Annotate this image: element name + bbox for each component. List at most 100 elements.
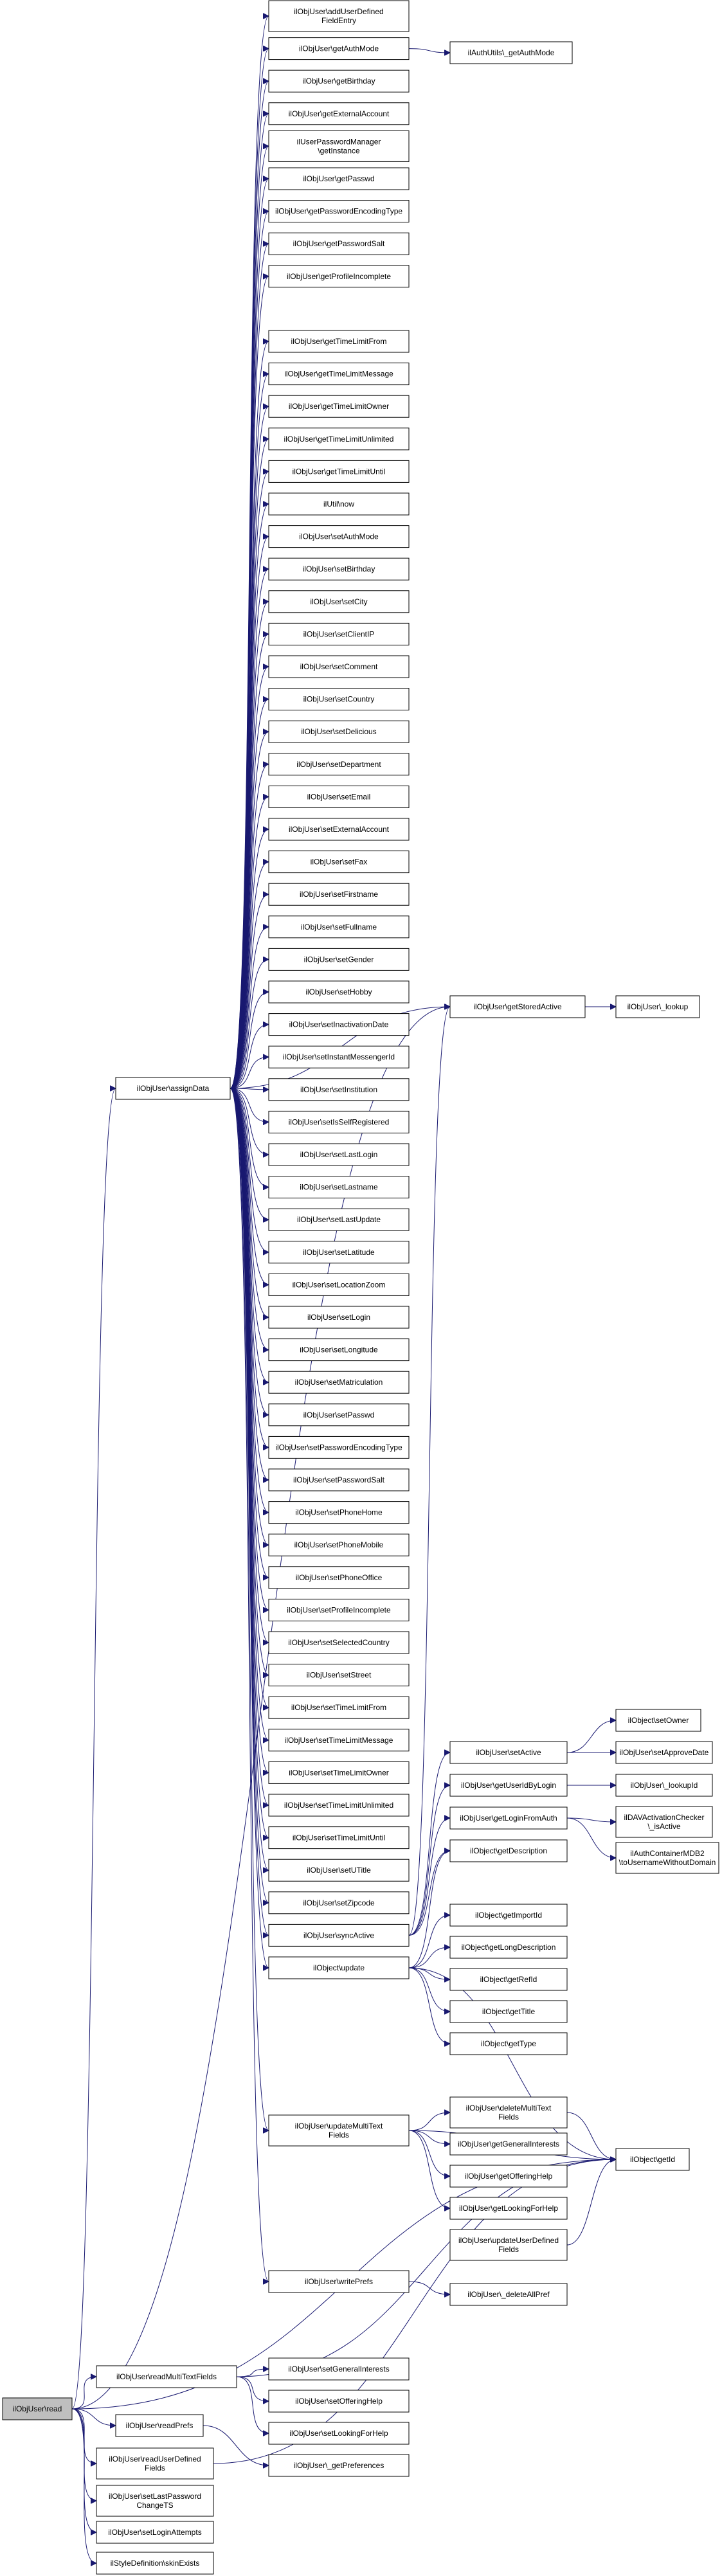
node-pwManagerGetInstance[interactable]: ilUserPasswordManager\getInstance	[268, 130, 410, 162]
node-setLoginAttempts[interactable]: ilObjUser\setLoginAttempts	[96, 2521, 214, 2544]
node-setTimeLimitUntil[interactable]: ilObjUser\setTimeLimitUntil	[268, 1826, 410, 1850]
node-setLastUpdate[interactable]: ilObjUser\setLastUpdate	[268, 1208, 410, 1231]
node-setEmail[interactable]: ilObjUser\setEmail	[268, 785, 410, 808]
node-readMultiTextFields[interactable]: ilObjUser\readMultiTextFields	[96, 2365, 237, 2388]
node-setZipcode[interactable]: ilObjUser\setZipcode	[268, 1891, 410, 1914]
node-setGender[interactable]: ilObjUser\setGender	[268, 948, 410, 971]
node-setLastname[interactable]: ilObjUser\setLastname	[268, 1176, 410, 1199]
node-getPasswordSalt[interactable]: ilObjUser\getPasswordSalt	[268, 232, 410, 255]
node-getImportId[interactable]: ilObject\getImportId	[449, 1904, 568, 1927]
node-setOwner[interactable]: ilObject\setOwner	[615, 1709, 701, 1732]
node-getOfferingHelp[interactable]: ilObjUser\getOfferingHelp	[449, 2165, 568, 2188]
node-getStoredActive[interactable]: ilObjUser\getStoredActive	[449, 995, 586, 1018]
node-_deleteAllPref[interactable]: ilObjUser\_deleteAllPref	[449, 2283, 568, 2306]
node-getAuthMode[interactable]: ilObjUser\getAuthMode	[268, 37, 410, 60]
node-getUserIdByLogin[interactable]: ilObjUser\getUserIdByLogin	[449, 1774, 568, 1797]
node-setLastLogin[interactable]: ilObjUser\setLastLogin	[268, 1143, 410, 1166]
node-setTimeLimitOwner[interactable]: ilObjUser\setTimeLimitOwner	[268, 1761, 410, 1784]
node-setPasswd[interactable]: ilObjUser\setPasswd	[268, 1403, 410, 1427]
node-setUTitle[interactable]: ilObjUser\setUTitle	[268, 1859, 410, 1882]
node-getRefId[interactable]: ilObject\getRefId	[449, 1968, 568, 1991]
node-getTimeLimitFrom[interactable]: ilObjUser\getTimeLimitFrom	[268, 330, 410, 353]
node-getBirthday[interactable]: ilObjUser\getBirthday	[268, 69, 410, 93]
node-assignData[interactable]: ilObjUser\assignData	[115, 1077, 231, 1100]
node-setMatriculation[interactable]: ilObjUser\setMatriculation	[268, 1371, 410, 1394]
node-writePrefs[interactable]: ilObjUser\writePrefs	[268, 2270, 410, 2293]
node-setCity[interactable]: ilObjUser\setCity	[268, 590, 410, 613]
node-setLocationZoom[interactable]: ilObjUser\setLocationZoom	[268, 1273, 410, 1296]
node-setBirthday[interactable]: ilObjUser\setBirthday	[268, 557, 410, 581]
node-davIsActive[interactable]: ilDAVActivationChecker\_isActive	[615, 1806, 713, 1838]
node-setOfferingHelp[interactable]: ilObjUser\setOfferingHelp	[268, 2390, 410, 2413]
node-setInstitution[interactable]: ilObjUser\setInstitution	[268, 1078, 410, 1101]
node-setTimeLimitFrom[interactable]: ilObjUser\setTimeLimitFrom	[268, 1696, 410, 1719]
node-syncActive[interactable]: ilObjUser\syncActive	[268, 1923, 410, 1947]
node-setLookingForHelp[interactable]: ilObjUser\setLookingForHelp	[268, 2422, 410, 2445]
node-getGeneralInterests[interactable]: ilObjUser\getGeneralInterests	[449, 2132, 568, 2156]
node-getLookingForHelp[interactable]: ilObjUser\getLookingForHelp	[449, 2197, 568, 2220]
node-setSelectedCountry[interactable]: ilObjUser\setSelectedCountry	[268, 1631, 410, 1654]
node-setDelicious[interactable]: ilObjUser\setDelicious	[268, 720, 410, 743]
node-setFullname[interactable]: ilObjUser\setFullname	[268, 915, 410, 939]
node-setInstantMessengerId[interactable]: ilObjUser\setInstantMessengerId	[268, 1045, 410, 1068]
node-setPasswordEncodingType[interactable]: ilObjUser\setPasswordEncodingType	[268, 1436, 410, 1459]
node-utilNow[interactable]: ilUtil\now	[268, 492, 410, 516]
node-setPhoneMobile[interactable]: ilObjUser\setPhoneMobile	[268, 1533, 410, 1556]
node-getDescription[interactable]: ilObject\getDescription	[449, 1839, 568, 1862]
node-setIsSelfRegistered[interactable]: ilObjUser\setIsSelfRegistered	[268, 1110, 410, 1133]
node-_getPreferences[interactable]: ilObjUser\_getPreferences	[268, 2454, 410, 2477]
node-setLatitude[interactable]: ilObjUser\setLatitude	[268, 1241, 410, 1264]
node-setLongitude[interactable]: ilObjUser\setLongitude	[268, 1338, 410, 1362]
node-setClientIP[interactable]: ilObjUser\setClientIP	[268, 622, 410, 645]
node-setFax[interactable]: ilObjUser\setFax	[268, 851, 410, 874]
node-getPasswordEncodingType[interactable]: ilObjUser\getPasswordEncodingType	[268, 200, 410, 223]
node-setCountry[interactable]: ilObjUser\setCountry	[268, 688, 410, 711]
node-setDepartment[interactable]: ilObjUser\setDepartment	[268, 753, 410, 776]
node-getTimeLimitUntil[interactable]: ilObjUser\getTimeLimitUntil	[268, 460, 410, 483]
node-read[interactable]: ilObjUser\read	[2, 2397, 73, 2420]
node-setStreet[interactable]: ilObjUser\setStreet	[268, 1664, 410, 1687]
node-setTimeLimitMessage[interactable]: ilObjUser\setTimeLimitMessage	[268, 1729, 410, 1752]
node-getTimeLimitMessage[interactable]: ilObjUser\getTimeLimitMessage	[268, 363, 410, 386]
node-setActive[interactable]: ilObjUser\setActive	[449, 1741, 568, 1764]
node-getType[interactable]: ilObject\getType	[449, 2032, 568, 2055]
node-authUtils_getAuthMode[interactable]: ilAuthUtils\_getAuthMode	[449, 41, 573, 64]
node-getExternalAccount[interactable]: ilObjUser\getExternalAccount	[268, 102, 410, 125]
node-getProfileIncomplete[interactable]: ilObjUser\getProfileIncomplete	[268, 265, 410, 288]
node-toUsernameWithoutDomain[interactable]: ilAuthContainerMDB2\toUsernameWithoutDom…	[615, 1842, 719, 1874]
node-setInactivationDate[interactable]: ilObjUser\setInactivationDate	[268, 1013, 410, 1036]
node-setHobby[interactable]: ilObjUser\setHobby	[268, 980, 410, 1004]
node-getTimeLimitUnlimited[interactable]: ilObjUser\getTimeLimitUnlimited	[268, 428, 410, 451]
node-setAuthMode[interactable]: ilObjUser\setAuthMode	[268, 525, 410, 548]
node-setApproveDate[interactable]: ilObjUser\setApproveDate	[615, 1741, 713, 1764]
node-getLoginFromAuth[interactable]: ilObjUser\getLoginFromAuth	[449, 1806, 568, 1830]
node-getTitle[interactable]: ilObject\getTitle	[449, 2000, 568, 2023]
node-box	[268, 1794, 410, 1817]
node-setComment[interactable]: ilObjUser\setComment	[268, 655, 410, 678]
node-setProfileIncomplete[interactable]: ilObjUser\setProfileIncomplete	[268, 1598, 410, 1621]
node-_lookup[interactable]: ilObjUser\_lookup	[615, 995, 700, 1018]
node-setFirstname[interactable]: ilObjUser\setFirstname	[268, 883, 410, 906]
node-getTimeLimitOwner[interactable]: ilObjUser\getTimeLimitOwner	[268, 395, 410, 418]
node-objUpdate[interactable]: ilObject\update	[268, 1956, 410, 1979]
node-getPasswd[interactable]: ilObjUser\getPasswd	[268, 167, 410, 190]
node-setGeneralInterests[interactable]: ilObjUser\setGeneralInterests	[268, 2357, 410, 2381]
node-getLongDescription[interactable]: ilObject\getLongDescription	[449, 1936, 568, 1959]
node-getId[interactable]: ilObject\getId	[615, 2148, 690, 2171]
node-setLogin[interactable]: ilObjUser\setLogin	[268, 1306, 410, 1329]
node-setPasswordSalt[interactable]: ilObjUser\setPasswordSalt	[268, 1468, 410, 1491]
node-setPhoneOffice[interactable]: ilObjUser\setPhoneOffice	[268, 1566, 410, 1589]
node-setPhoneHome[interactable]: ilObjUser\setPhoneHome	[268, 1501, 410, 1524]
node-_lookupId[interactable]: ilObjUser\_lookupId	[615, 1774, 713, 1797]
node-setTimeLimitUnlimited[interactable]: ilObjUser\setTimeLimitUnlimited	[268, 1794, 410, 1817]
node-box	[268, 1826, 410, 1850]
node-setExternalAccount[interactable]: ilObjUser\setExternalAccount	[268, 818, 410, 841]
node-skinExists[interactable]: ilStyleDefinition\skinExists	[96, 2552, 214, 2575]
node-readPrefs[interactable]: ilObjUser\readPrefs	[115, 2414, 204, 2437]
